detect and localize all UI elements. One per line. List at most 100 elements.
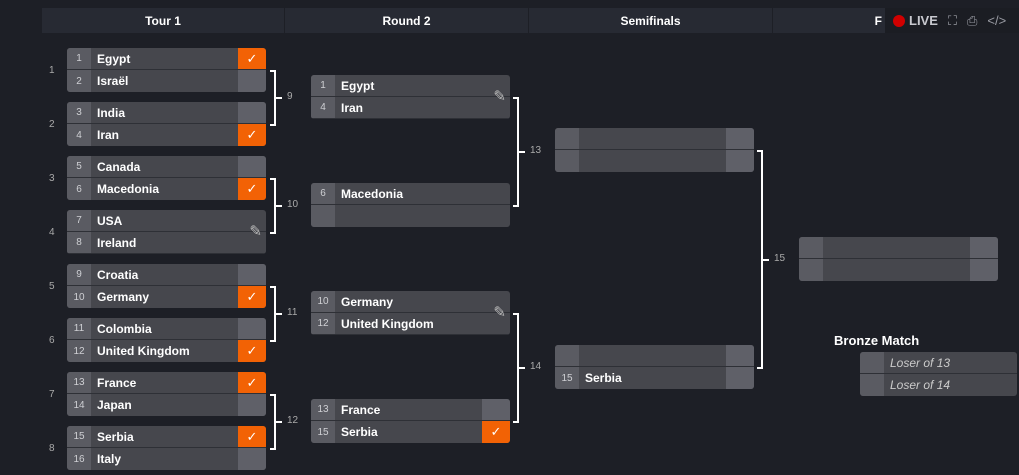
team-name: Ireland xyxy=(97,235,137,250)
match-number: 6 xyxy=(49,335,55,346)
team-name: United Kingdom xyxy=(97,344,190,358)
team-row[interactable] xyxy=(799,237,998,259)
match-15[interactable] xyxy=(799,237,998,281)
seed: 13 xyxy=(311,399,335,420)
seed xyxy=(799,237,823,258)
result-box[interactable] xyxy=(238,102,266,123)
bracket-connector xyxy=(270,178,276,234)
team-row[interactable]: Loser of 14 xyxy=(860,374,1017,396)
team-row[interactable] xyxy=(555,345,754,367)
team-row[interactable] xyxy=(799,259,998,281)
team-row[interactable] xyxy=(555,128,754,150)
result-box[interactable] xyxy=(726,150,754,172)
result-box[interactable] xyxy=(238,394,266,416)
bronze-match[interactable]: Loser of 13 Loser of 14 xyxy=(860,352,1017,396)
winner-check-icon[interactable]: ✓ xyxy=(238,48,266,69)
seed: 2 xyxy=(67,70,91,92)
embed-code-icon[interactable]: </> xyxy=(987,13,1007,28)
fullscreen-icon[interactable]: ⛶ xyxy=(947,12,958,28)
result-box[interactable] xyxy=(726,128,754,149)
winner-check-icon[interactable]: ✓ xyxy=(238,426,266,447)
team-row[interactable] xyxy=(555,150,754,172)
connector-line xyxy=(763,258,769,261)
result-box[interactable] xyxy=(726,367,754,389)
winner-check-icon[interactable]: ✓ xyxy=(238,124,266,146)
match-number: 4 xyxy=(49,227,55,238)
team-name: Loser of 13 xyxy=(890,355,951,370)
match-number: 10 xyxy=(287,199,299,210)
result-box[interactable] xyxy=(970,237,998,258)
result-box[interactable] xyxy=(238,70,266,92)
match-number: 13 xyxy=(530,145,542,156)
print-icon[interactable]: ⎙ xyxy=(967,12,978,28)
result-box[interactable] xyxy=(238,448,266,470)
connector-line xyxy=(276,421,282,423)
match-number: 12 xyxy=(287,415,299,426)
winner-check-icon[interactable]: ✓ xyxy=(238,372,266,393)
seed: 9 xyxy=(67,264,91,285)
edit-icon[interactable]: ✎ xyxy=(493,88,506,105)
match-13[interactable] xyxy=(555,128,754,172)
winner-check-icon[interactable]: ✓ xyxy=(238,178,266,200)
live-label[interactable]: LIVE xyxy=(909,13,938,28)
result-box[interactable] xyxy=(726,345,754,366)
team-name: United Kingdom xyxy=(341,316,434,331)
result-box[interactable] xyxy=(238,318,266,339)
winner-check-icon[interactable]: ✓ xyxy=(238,340,266,362)
result-box[interactable] xyxy=(970,259,998,281)
seed: 10 xyxy=(67,286,91,308)
edit-icon[interactable]: ✎ xyxy=(493,304,506,321)
team-row[interactable]: Loser of 13 xyxy=(860,352,1017,374)
winner-check-icon[interactable]: ✓ xyxy=(238,286,266,308)
winner-check-icon[interactable]: ✓ xyxy=(482,421,510,443)
edit-icon[interactable]: ✎ xyxy=(249,223,262,240)
team-name: Macedonia xyxy=(341,186,404,201)
seed xyxy=(311,205,335,227)
result-box[interactable] xyxy=(238,264,266,285)
team-row[interactable] xyxy=(311,205,510,227)
team-name: Iran xyxy=(97,128,120,142)
result-box[interactable] xyxy=(482,399,510,420)
result-box[interactable] xyxy=(238,156,266,177)
seed xyxy=(799,259,823,281)
seed: 7 xyxy=(67,210,91,231)
team-name: Germany xyxy=(341,294,394,309)
